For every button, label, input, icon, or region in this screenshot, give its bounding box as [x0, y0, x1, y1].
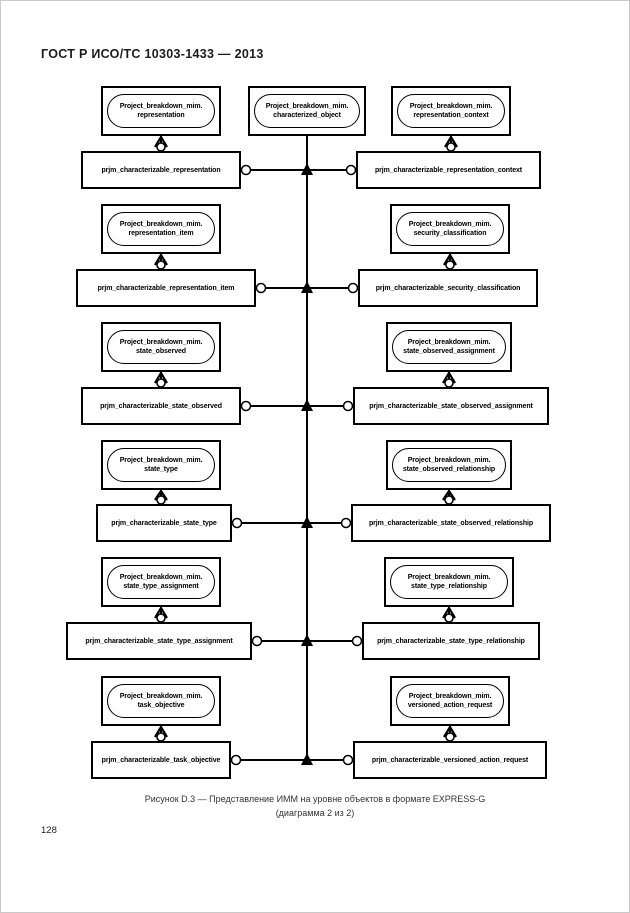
standard-header: ГОСТ Р ИСО/ТС 10303-1433 — 2013: [41, 47, 264, 61]
page-ref-state-observed-relationship: Project_breakdown_mim. state_observed_re…: [386, 440, 512, 490]
page-ref-oval: Project_breakdown_mim. task_objective: [107, 684, 215, 718]
page-ref-schema: Project_breakdown_mim.: [119, 102, 203, 110]
entity-prjm-characterizable-security-classification: prjm_characterizable_security_classifica…: [358, 269, 538, 307]
page-ref-state-type-relationship: Project_breakdown_mim. state_type_relati…: [384, 557, 514, 607]
page-ref-entity: representation: [137, 112, 185, 119]
page-ref-entity: state_type_assignment: [123, 583, 199, 590]
page-ref-schema: Project_breakdown_mim.: [119, 220, 203, 228]
page-ref-entity: representation_context: [413, 112, 489, 119]
page-ref-task-objective: Project_breakdown_mim. task_objective: [101, 676, 221, 726]
page-ref-entity: state_observed: [136, 348, 186, 355]
page-ref-oval: Project_breakdown_mim. state_observed_re…: [392, 448, 506, 482]
entity-prjm-characterizable-state-type: prjm_characterizable_state_type: [96, 504, 232, 542]
page-ref-oval: Project_breakdown_mim. state_observed: [107, 330, 215, 364]
page-ref-schema: Project_breakdown_mim.: [407, 573, 491, 581]
page-ref-entity: state_observed_relationship: [402, 466, 496, 473]
page-ref-oval: Project_breakdown_mim. security_classifi…: [396, 212, 504, 246]
page-ref-oval: Project_breakdown_mim. state_type: [107, 448, 215, 482]
figure-caption-line1: Рисунок D.3 — Представление ИММ на уровн…: [144, 794, 486, 804]
entity-prjm-characterizable-versioned-action-request: prjm_characterizable_versioned_action_re…: [353, 741, 547, 779]
page-ref-entity: state_type_relationship: [411, 583, 487, 590]
page-ref-security-classification: Project_breakdown_mim. security_classifi…: [390, 204, 510, 254]
page-ref-entity: task_objective: [137, 702, 185, 709]
page-ref-entity: characterized_object: [273, 112, 341, 119]
page-ref-schema: Project_breakdown_mim.: [119, 692, 203, 700]
page-ref-schema: Project_breakdown_mim.: [119, 338, 203, 346]
entity-prjm-characterizable-state-type-assignment: prjm_characterizable_state_type_assignme…: [66, 622, 252, 660]
page-ref-schema: Project_breakdown_mim.: [119, 456, 203, 464]
entity-prjm-characterizable-state-observed-assignment: prjm_characterizable_state_observed_assi…: [353, 387, 549, 425]
page-ref-entity: state_observed_assignment: [403, 348, 495, 355]
page-ref-representation-item: Project_breakdown_mim. representation_it…: [101, 204, 221, 254]
entity-prjm-characterizable-state-type-relationship: prjm_characterizable_state_type_relation…: [362, 622, 540, 660]
entity-prjm-characterizable-state-observed-relationship: prjm_characterizable_state_observed_rela…: [351, 504, 551, 542]
page-ref-state-observed-assignment: Project_breakdown_mim. state_observed_as…: [386, 322, 512, 372]
page-ref-schema: Project_breakdown_mim.: [408, 692, 492, 700]
page-ref-oval: Project_breakdown_mim. representation_co…: [397, 94, 505, 128]
page-ref-entity: security_classification: [413, 230, 487, 237]
page-ref-oval: Project_breakdown_mim. characterized_obj…: [254, 94, 360, 128]
entity-prjm-characterizable-representation: prjm_characterizable_representation: [81, 151, 241, 189]
page-ref-representation: Project_breakdown_mim. representation: [101, 86, 221, 136]
entity-prjm-characterizable-task-objective: prjm_characterizable_task_objective: [91, 741, 231, 779]
page-ref-entity: representation_item: [128, 230, 194, 237]
page-ref-oval: Project_breakdown_mim. state_observed_as…: [392, 330, 506, 364]
page-ref-oval: Project_breakdown_mim. representation: [107, 94, 215, 128]
page-ref-schema: Project_breakdown_mim.: [409, 102, 493, 110]
page-ref-oval: Project_breakdown_mim. state_type_relati…: [390, 565, 508, 599]
page-ref-schema: Project_breakdown_mim.: [408, 220, 492, 228]
page-ref-versioned-action-request: Project_breakdown_mim. versioned_action_…: [390, 676, 510, 726]
page-ref-schema: Project_breakdown_mim.: [407, 456, 491, 464]
page-ref-representation-context: Project_breakdown_mim. representation_co…: [391, 86, 511, 136]
entity-prjm-characterizable-state-observed: prjm_characterizable_state_observed: [81, 387, 241, 425]
page-ref-oval: Project_breakdown_mim. representation_it…: [107, 212, 215, 246]
entity-prjm-characterizable-representation-context: prjm_characterizable_representation_cont…: [356, 151, 541, 189]
page-ref-schema: Project_breakdown_mim.: [407, 338, 491, 346]
figure-caption: Рисунок D.3 — Представление ИММ на уровн…: [1, 793, 629, 821]
page-ref-schema: Project_breakdown_mim.: [265, 102, 349, 110]
page-ref-state-type-assignment: Project_breakdown_mim. state_type_assign…: [101, 557, 221, 607]
page-ref-entity: versioned_action_request: [407, 702, 493, 709]
page-ref-state-type: Project_breakdown_mim. state_type: [101, 440, 221, 490]
page-ref-entity: state_type: [144, 466, 178, 473]
entity-prjm-characterizable-representation-item: prjm_characterizable_representation_item: [76, 269, 256, 307]
page-ref-state-observed: Project_breakdown_mim. state_observed: [101, 322, 221, 372]
figure-caption-line2: (диаграмма 2 из 2): [275, 807, 355, 818]
page-ref-characterized-object: Project_breakdown_mim. characterized_obj…: [248, 86, 366, 136]
page-ref-schema: Project_breakdown_mim.: [119, 573, 203, 581]
page-ref-oval: Project_breakdown_mim. versioned_action_…: [396, 684, 504, 718]
page-ref-oval: Project_breakdown_mim. state_type_assign…: [107, 565, 215, 599]
page-number: 128: [41, 825, 57, 836]
